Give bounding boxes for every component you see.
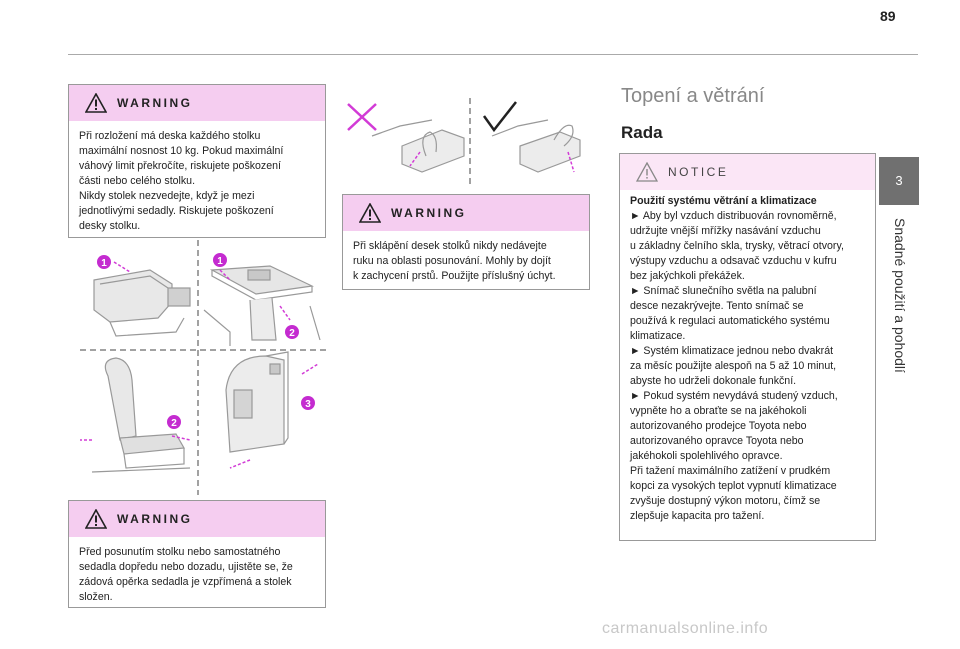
step-badge-label: 2 — [289, 328, 295, 339]
warning-box-2: WARNING Při sklápění desek stolků nikdy … — [342, 194, 590, 290]
step-badge-label: 3 — [305, 399, 311, 410]
text-line: maximální nosnost 10 kg. Pokud maximální — [79, 145, 284, 157]
notice-text: Použití systému větrání a klimatizace ► … — [620, 190, 875, 534]
step-badge-2 — [167, 415, 181, 429]
text-line: Při tažení maximálního zatížení v prudké… — [630, 465, 831, 477]
step-badge-label: 1 — [101, 258, 107, 269]
text-line: Při rozložení má deska každého stolku — [79, 130, 261, 142]
step-badge-2 — [285, 325, 299, 339]
notice-header: NOTICE — [620, 154, 875, 190]
chapter-title-vertical: Snadné použití a pohodlí — [880, 218, 920, 398]
warning-box-1: WARNING Při rozložení má deska každého s… — [68, 84, 326, 238]
console-box-drawing — [225, 351, 289, 453]
text-line: zádová opěrka sedadla je vzpřímená a sto… — [79, 576, 292, 588]
text-line: jednotlivými sedadly. Riskujete poškozen… — [79, 205, 274, 217]
seat-drawing — [91, 357, 191, 473]
text-line: Před posunutím stolku nebo samostatného — [79, 546, 281, 558]
warning-label: WARNING — [391, 206, 467, 220]
subsection-title: Rada — [621, 123, 663, 142]
text-line: vypněte ho a obraťte se na jakéhokoli — [630, 405, 807, 417]
step-badges: 1 1 2 2 3 — [97, 253, 315, 429]
text-line: ► Systém klimatizace jednou nebo dvakrát — [630, 345, 834, 357]
wrong-icon — [347, 103, 377, 131]
notice-triangle-icon — [636, 162, 658, 182]
text-line: váhový limit překročíte, riskujete poško… — [79, 160, 281, 172]
warning-text: Při rozložení má deska každého stolku ma… — [69, 121, 325, 244]
warning-header: WARNING — [69, 85, 325, 121]
notice-bold-line: Použití systému větrání a klimatizace — [630, 195, 817, 207]
chapter-title: Snadné použití a pohodlí — [892, 218, 908, 373]
warning-text: Při sklápění desek stolků nikdy nedávejt… — [343, 231, 589, 294]
page-number: 89 — [880, 8, 896, 24]
text-line: zlepšuje kapacita pro tažení. — [630, 510, 765, 522]
warning-label: WARNING — [117, 512, 193, 526]
notice-label: NOTICE — [668, 165, 729, 179]
step-badge-1 — [213, 253, 227, 267]
text-line: části nebo celého stolku. — [79, 175, 196, 187]
text-line: zvyšuje dostupný výkon motoru, čímž se — [630, 495, 821, 507]
motion-arrows — [80, 261, 319, 469]
text-line: ruku na oblasti posunování. Mohly by doj… — [353, 255, 551, 267]
correct-icon — [482, 101, 517, 133]
warning-triangle-icon — [359, 203, 381, 223]
watermark: carmanualsonline.info — [602, 620, 769, 637]
warning-triangle-icon — [85, 509, 107, 529]
text-line: Nikdy stolek nezvedejte, když je mezi — [79, 190, 255, 202]
warning-header: WARNING — [69, 501, 325, 537]
step-badge-1 — [97, 255, 111, 269]
text-line: jakéhokoli spolehlivého opravce. — [630, 450, 783, 462]
armrest-table-drawing — [93, 269, 191, 337]
warning-label: WARNING — [117, 96, 193, 110]
top-divider — [68, 54, 918, 55]
section-title: Topení a větrání — [621, 85, 765, 107]
table-folding-illustration: 1 1 2 2 3 — [80, 240, 330, 495]
text-line: používá k regulaci automatického systému — [630, 315, 830, 327]
text-line: za měsíc použijte alespoň na 5 až 10 min… — [630, 360, 837, 372]
text-line: desce nezakrývejte. Tento snímač se — [630, 300, 804, 312]
text-line: výstupy vzduchu a odsavač vzduchu v kufr… — [630, 255, 837, 267]
text-line: u základny čelního skla, trysky, větrací… — [630, 240, 844, 252]
text-line: autorizovaného prodejce Toyota nebo — [630, 420, 807, 432]
text-line: složen. — [79, 591, 113, 603]
warning-header: WARNING — [343, 195, 589, 231]
step-badge-3 — [301, 396, 315, 410]
text-line: udržujte vnější mřížky nasávání vzduchu — [630, 225, 821, 237]
text-line: bez jakýchkoli překážek. — [630, 270, 745, 282]
text-line: desky stolku. — [79, 220, 141, 232]
warning-box-3: WARNING Před posunutím stolku nebo samos… — [68, 500, 326, 608]
warning-text: Před posunutím stolku nebo samostatného … — [69, 537, 325, 615]
text-line: Při sklápění desek stolků nikdy nedávejt… — [353, 240, 547, 252]
table-top-drawing — [203, 265, 321, 346]
text-line: autorizovaného opravce Toyota nebo — [630, 435, 804, 447]
warning-triangle-icon — [85, 93, 107, 113]
step-badge-label: 2 — [171, 418, 177, 429]
chapter-tab[interactable]: 3 — [879, 157, 919, 205]
text-line: abyste ho udrželi dokonale funkční. — [630, 375, 797, 387]
notice-box: NOTICE Použití systému větrání a klimati… — [619, 153, 876, 541]
hand-placement-illustration — [347, 98, 581, 186]
text-line: ► Pokud systém nevydává studený vzduch, — [630, 390, 838, 402]
text-line: klimatizace. — [630, 330, 686, 342]
text-line: kopci za vysokých teplot vypnutí klimati… — [630, 480, 837, 492]
step-badge-label: 1 — [217, 256, 223, 267]
text-line: sedadla dopředu nebo dozadu, ujistěte se… — [79, 561, 293, 573]
text-line: ► Aby byl vzduch distribuován rovnoměrně… — [630, 210, 837, 222]
text-line: k zachycení prstů. Použijte příslušný úc… — [353, 270, 556, 282]
text-line: ► Snímač slunečního světla na palubní — [630, 285, 817, 297]
